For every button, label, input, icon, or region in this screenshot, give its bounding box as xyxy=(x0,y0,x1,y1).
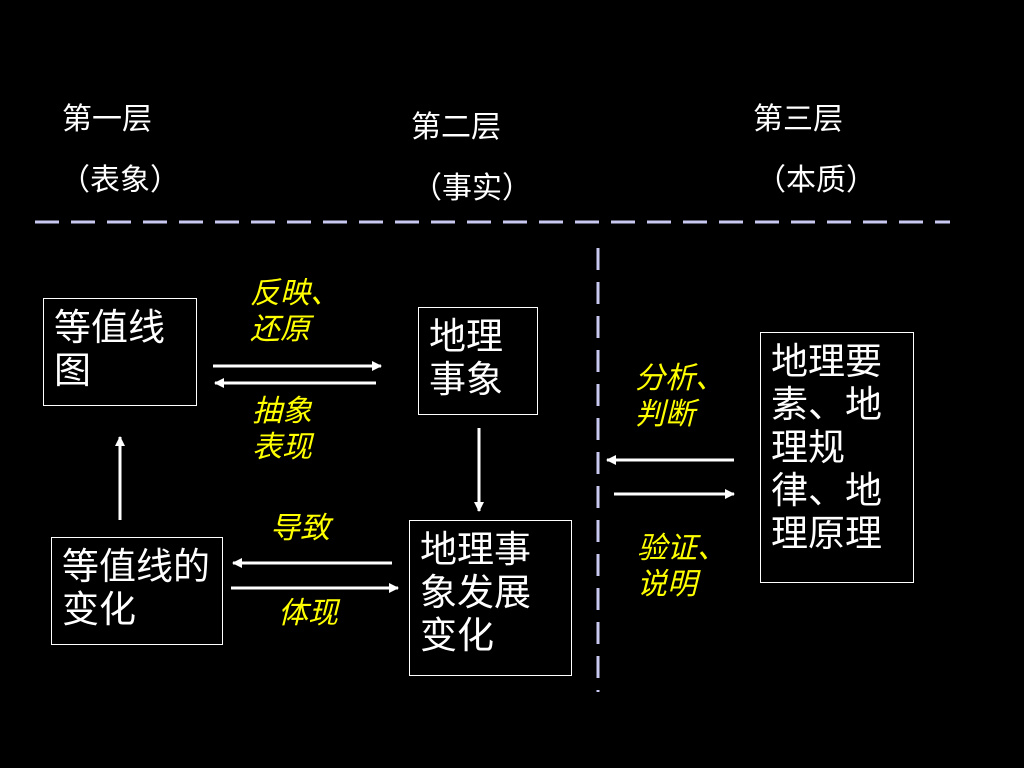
contour-map-box: 等值线图 xyxy=(43,298,197,406)
layer1-subtitle: （表象） xyxy=(60,163,180,198)
phenomenon-change-box: 地理事象发展变化 xyxy=(409,520,572,676)
contour-change-text: 等值线的变化 xyxy=(62,545,210,631)
principles-box: 地理要素、地理规律、地理原理 xyxy=(760,332,914,583)
principles-text: 地理要素、地理规律、地理原理 xyxy=(771,340,882,555)
verify-label: 验证、说明 xyxy=(637,531,727,602)
contour-map-text: 等值线图 xyxy=(54,306,165,392)
layer3-title: 第三层 xyxy=(753,102,843,137)
layer2-title: 第二层 xyxy=(411,110,501,145)
lead-to-label: 导致 xyxy=(270,511,330,546)
layer1-title: 第一层 xyxy=(62,102,152,137)
layer3-subtitle: （本质） xyxy=(756,163,876,198)
contour-change-box: 等值线的变化 xyxy=(51,537,223,645)
abstract-label: 抽象表现 xyxy=(252,394,312,465)
analyze-label: 分析、判断 xyxy=(635,361,725,432)
embody-label: 体现 xyxy=(278,596,338,631)
reflect-label: 反映、还原 xyxy=(250,276,340,347)
geo-phenomenon-box: 地理事象 xyxy=(418,307,538,415)
phenomenon-change-text: 地理事象发展变化 xyxy=(420,528,531,657)
geo-phenomenon-text: 地理事象 xyxy=(429,315,503,401)
layer2-subtitle: （事实） xyxy=(412,171,532,206)
